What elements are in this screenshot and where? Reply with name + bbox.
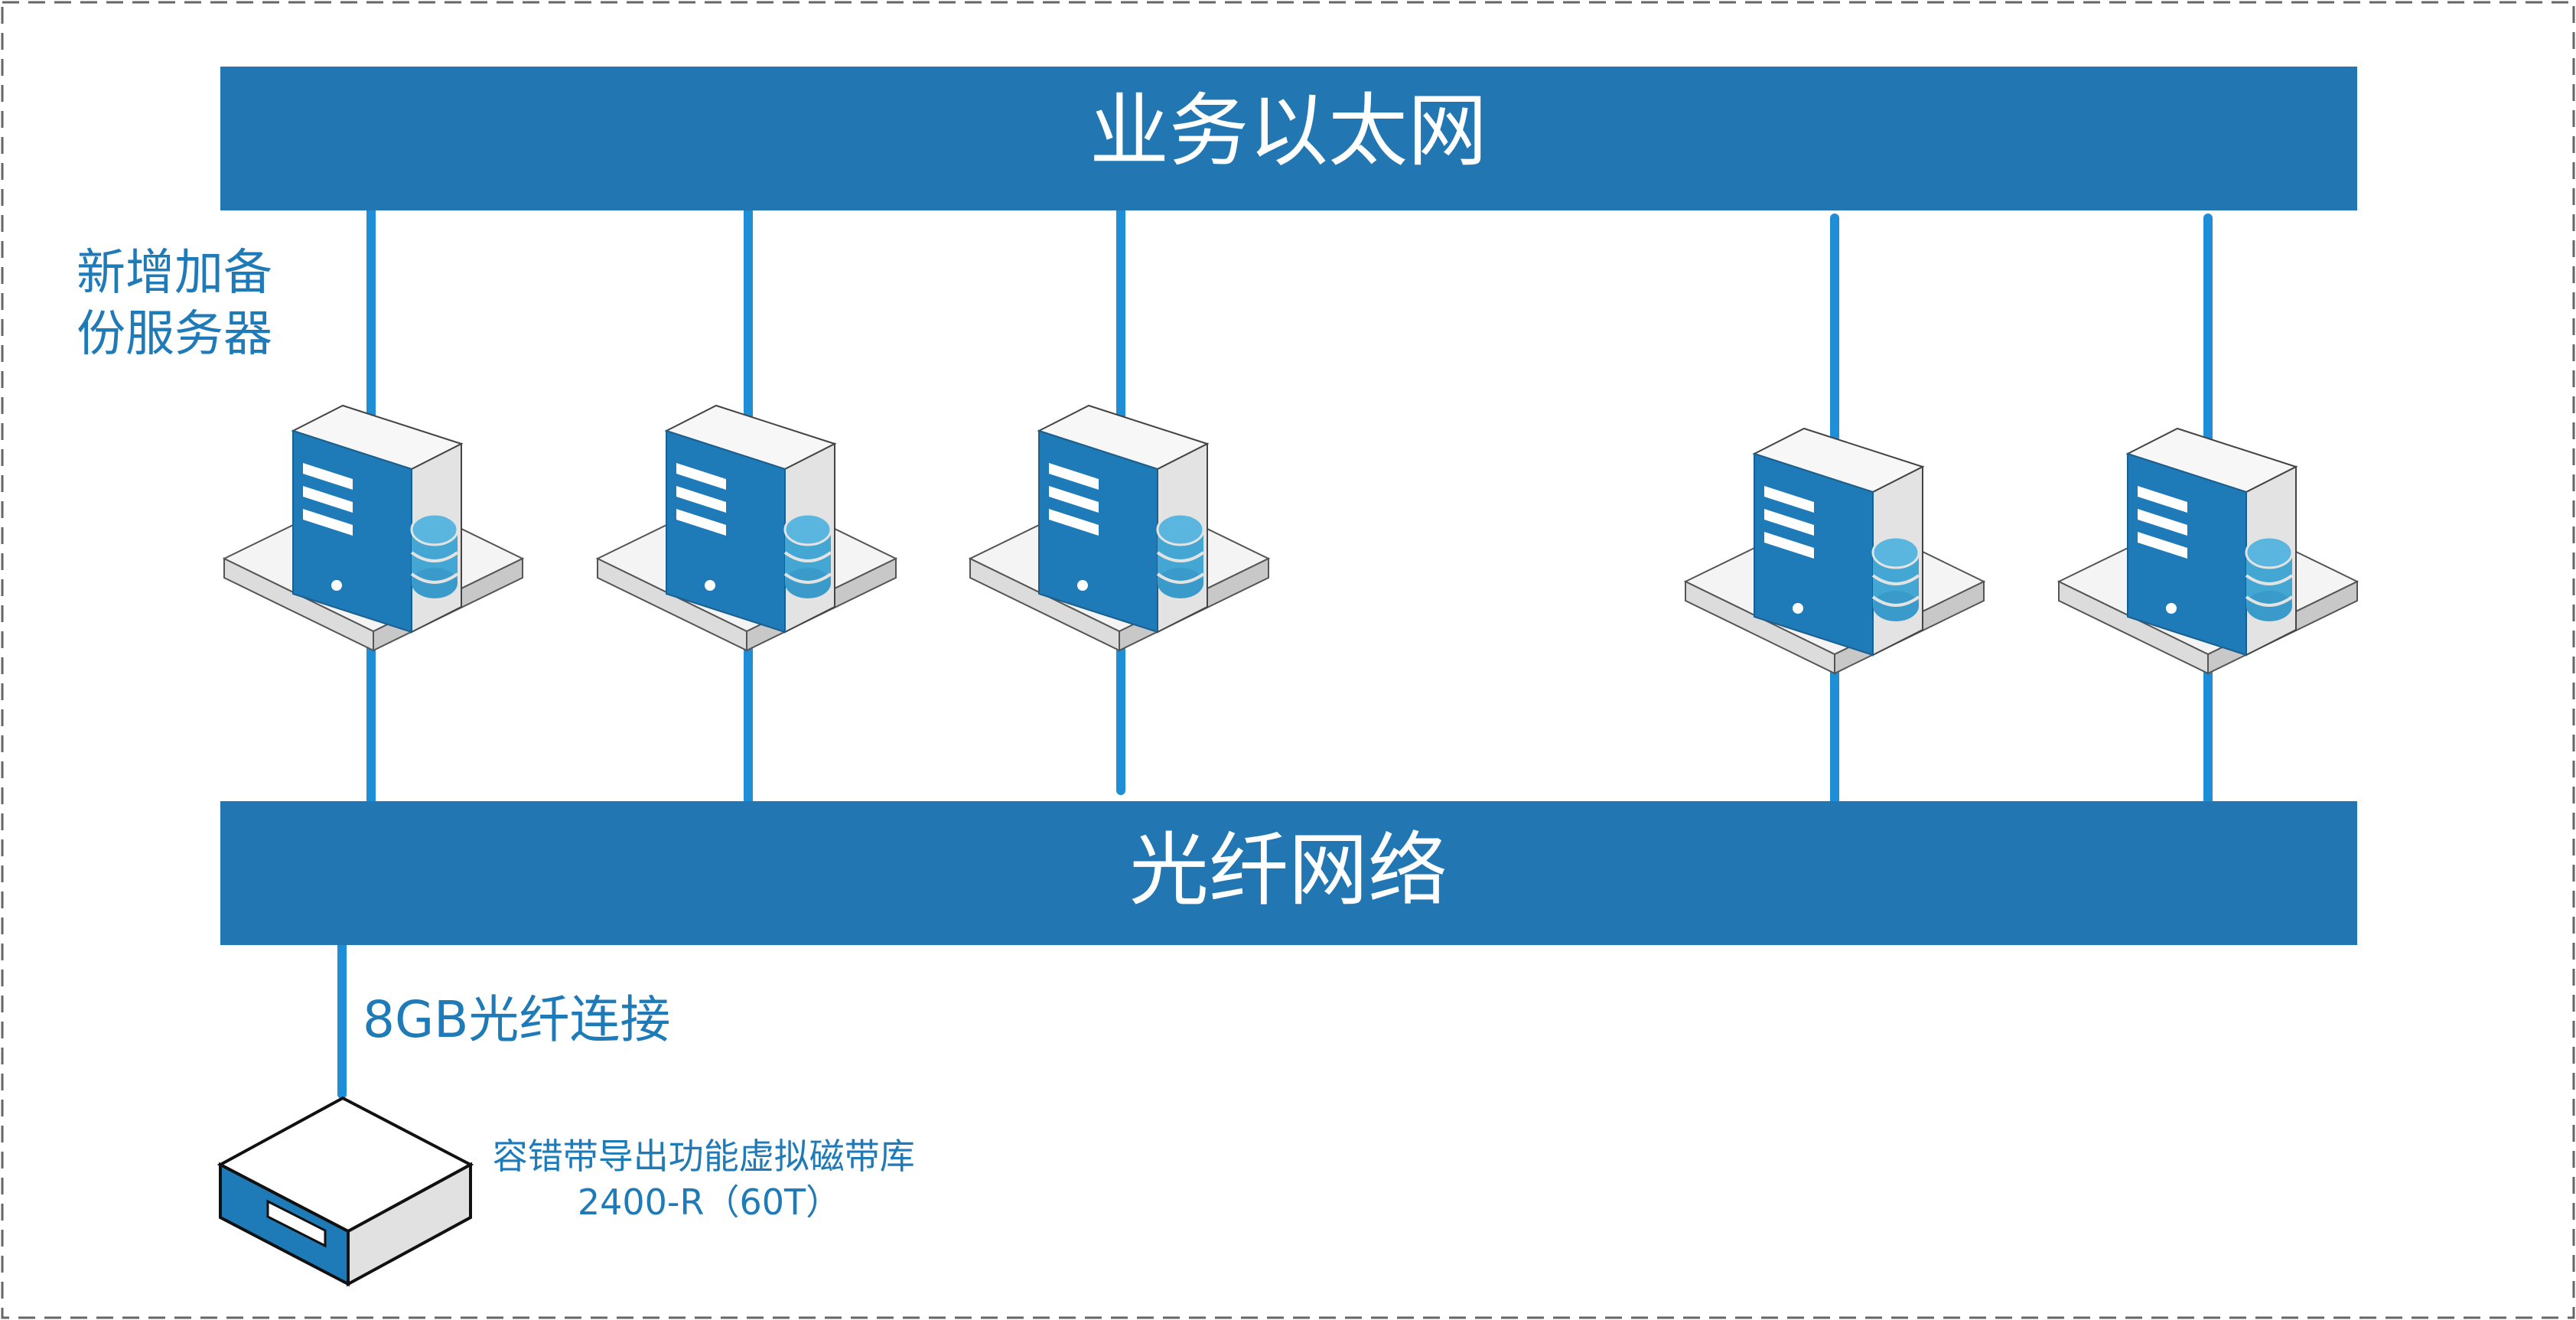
server-icon (223, 404, 524, 652)
ethernet-bar: 业务以太网 (220, 67, 2357, 210)
connection-lines (337, 204, 2213, 1099)
fiber-bar: 光纤网络 (220, 801, 2357, 945)
fiber-label: 光纤网络 (1129, 823, 1448, 917)
fiber-connection-label: 8GB光纤连接 (363, 990, 670, 1049)
new-backup-server-label: 新增加备 份服务器 (77, 245, 288, 363)
tape-library-icon (217, 1096, 474, 1287)
ethernet-label: 业务以太网 (1089, 84, 1487, 178)
server-icon (1684, 427, 1985, 675)
server-icon (2057, 427, 2359, 675)
server-icon (596, 404, 897, 652)
tape-library-label: 容错带导出功能虚拟磁带库 2400-R（60T） (493, 1136, 927, 1223)
server-icon (969, 404, 1270, 652)
